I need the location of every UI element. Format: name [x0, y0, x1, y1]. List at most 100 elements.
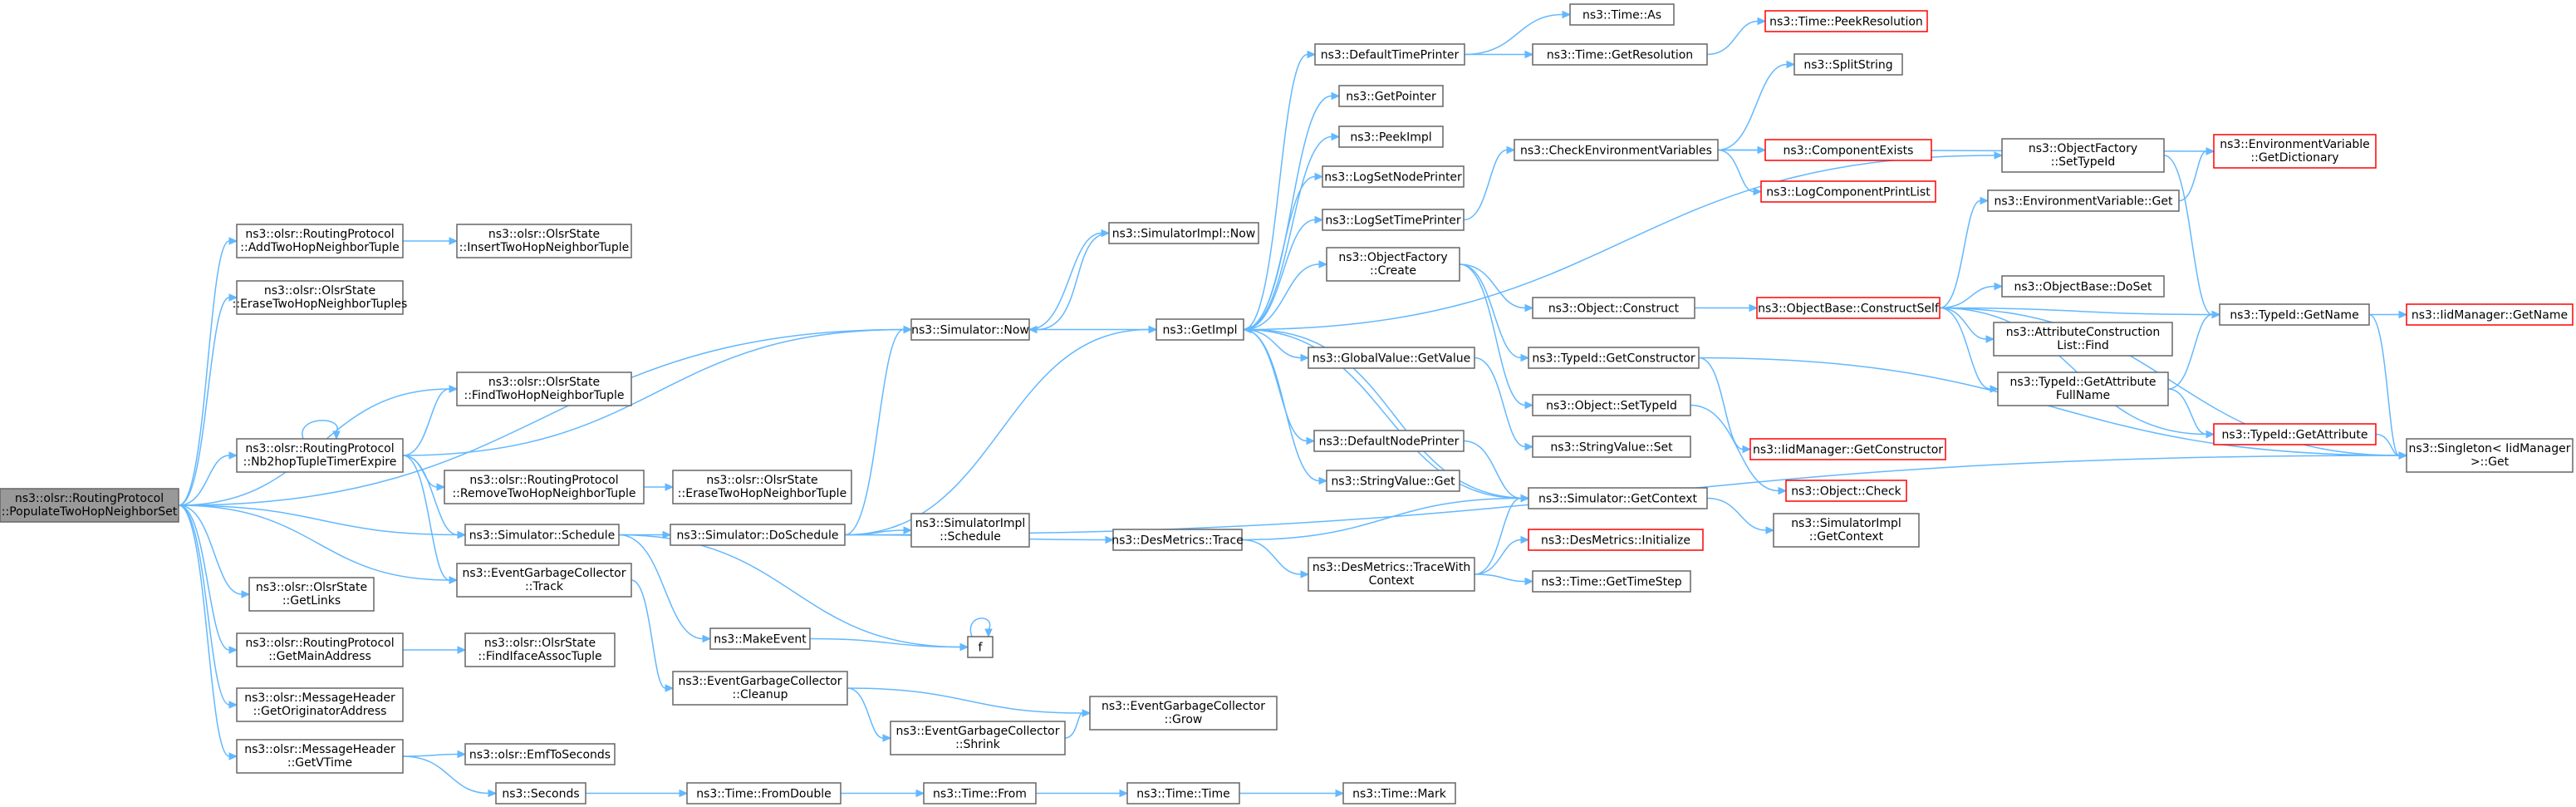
- node-time-peekresolution[interactable]: ns3::Time::PeekResolution: [1764, 10, 1928, 32]
- node-seconds[interactable]: ns3::Seconds: [495, 782, 586, 805]
- node-erasetwohopneighbortuples[interactable]: ns3::olsr::OlsrState::EraseTwoHopNeighbo…: [233, 280, 408, 315]
- node-logsetnodeprinter[interactable]: ns3::LogSetNodePrinter: [1322, 165, 1465, 188]
- node-findifaceassoctuple[interactable]: ns3::olsr::OlsrState::FindIfaceAssocTupl…: [464, 632, 616, 667]
- root-node[interactable]: ns3::olsr::RoutingProtocol::PopulateTwoH…: [0, 488, 179, 523]
- node-olsrstate-getlinks[interactable]: ns3::olsr::OlsrState::GetLinks: [248, 577, 375, 612]
- node-logsettimeprinter[interactable]: ns3::LogSetTimePrinter: [1322, 209, 1465, 231]
- node-typeid-getconstructor[interactable]: ns3::TypeId::GetConstructor: [1528, 347, 1700, 369]
- node-defaulttimeprinter[interactable]: ns3::DefaultTimePrinter: [1314, 43, 1465, 66]
- node-eventgarbagecollector-shrink[interactable]: ns3::EventGarbageCollector::Shrink: [890, 721, 1066, 755]
- node-simulator-schedule[interactable]: ns3::Simulator::Schedule: [464, 524, 620, 546]
- node-logcomponentprintlist[interactable]: ns3::LogComponentPrintList: [1760, 180, 1936, 203]
- node-objectfactory-create[interactable]: ns3::ObjectFactory::Create: [1326, 247, 1460, 282]
- node-checkenvironmentvariables[interactable]: ns3::CheckEnvironmentVariables: [1514, 139, 1719, 161]
- node-time-gettimestep-box: [1532, 570, 1691, 593]
- edge-root-node-to-erasetwohopneighbortuples: [178, 293, 238, 506]
- node-singleton-iidmanager-get[interactable]: ns3::Singleton< IidManager>::Get: [2406, 438, 2574, 473]
- node-time-time[interactable]: ns3::Time::Time: [1126, 782, 1240, 805]
- node-getpointer-box: [1338, 85, 1444, 107]
- node-getpointer[interactable]: ns3::GetPointer: [1338, 85, 1444, 107]
- node-time-as[interactable]: ns3::Time::As: [1569, 3, 1675, 26]
- node-eventgarbagecollector-grow-label-1: ns3::EventGarbageCollector: [1102, 700, 1265, 713]
- node-time-mark[interactable]: ns3::Time::Mark: [1342, 782, 1456, 805]
- node-erasetwohopneighbortuple[interactable]: ns3::olsr::OlsrState::EraseTwoHopNeighbo…: [672, 470, 852, 504]
- node-eventgarbagecollector-grow[interactable]: ns3::EventGarbageCollector::Grow: [1089, 696, 1278, 731]
- node-object-check[interactable]: ns3::Object::Check: [1785, 480, 1907, 502]
- edge-object-construct-to-objectbase-constructself: [1695, 303, 1759, 312]
- node-time-time-box: [1126, 782, 1240, 805]
- node-time-from[interactable]: ns3::Time::From: [923, 782, 1037, 805]
- node-objectbase-doset[interactable]: ns3::ObjectBase::DoSet: [2001, 275, 2165, 298]
- node-globalvalue-getvalue-label-1: ns3::GlobalValue::GetValue: [1313, 352, 1470, 366]
- node-time-gettimestep[interactable]: ns3::Time::GetTimeStep: [1532, 570, 1691, 593]
- node-nb2hoptupletimerexpire[interactable]: ns3::olsr::RoutingProtocol::Nb2hopTupleT…: [236, 438, 404, 473]
- node-eventgarbagecollector-shrink-label-1: ns3::EventGarbageCollector: [895, 725, 1059, 738]
- node-olsrstate-getlinks-label-2: ::GetLinks: [282, 594, 341, 608]
- node-typeid-getattribute[interactable]: ns3::TypeId::GetAttribute: [2213, 423, 2377, 445]
- node-simulator-getcontext[interactable]: ns3::Simulator::GetContext: [1528, 487, 1708, 509]
- node-iidmanager-getname-box: [2406, 303, 2574, 326]
- edge-getimpl-to-stringvalue-get: [1243, 328, 1328, 485]
- edge-eventgarbagecollector-track-to-eventgarbagecollector-cleanup: [631, 579, 675, 692]
- edge-root-node-to-getoriginatoraddress: [178, 504, 238, 709]
- node-simulatorimpl-schedule-label-1: ns3::SimulatorImpl: [915, 517, 1026, 530]
- node-erasetwohopneighbortuple-box: [672, 470, 852, 504]
- node-getmainaddress[interactable]: ns3::olsr::RoutingProtocol::GetMainAddre…: [236, 632, 404, 667]
- node-time-getresolution[interactable]: ns3::Time::GetResolution: [1532, 43, 1708, 66]
- node-objectfactory-settypeid[interactable]: ns3::ObjectFactory::SetTypeId: [2001, 138, 2165, 173]
- node-time-fromdouble[interactable]: ns3::Time::FromDouble: [686, 782, 841, 805]
- node-iidmanager-getconstructor-box: [1749, 438, 1946, 460]
- node-splitstring[interactable]: ns3::SplitString: [1793, 53, 1903, 76]
- node-peekimpl[interactable]: ns3::PeekImpl: [1338, 125, 1444, 148]
- edge-simulator-getcontext-to-getimpl: [1242, 325, 1529, 499]
- node-iidmanager-getname[interactable]: ns3::IidManager::GetName: [2406, 303, 2574, 326]
- node-simulator-doschedule[interactable]: ns3::Simulator::DoSchedule: [670, 524, 846, 546]
- node-simulator-now[interactable]: ns3::Simulator::Now: [910, 318, 1030, 341]
- node-nb2hoptupletimerexpire-label-2: ::Nb2hopTupleTimerExpire: [243, 455, 397, 469]
- node-desmetrics-tracewithcontext-label-2: Context: [1369, 574, 1415, 588]
- node-objectfactory-create-box: [1326, 247, 1460, 282]
- node-componentexists[interactable]: ns3::ComponentExists: [1764, 139, 1932, 161]
- node-time-getresolution-box: [1532, 43, 1708, 66]
- node-findtwohopneighbortuple[interactable]: ns3::olsr::OlsrState::FindTwoHopNeighbor…: [456, 372, 632, 406]
- node-inserttwohopneighbortuple[interactable]: ns3::olsr::OlsrState::InsertTwoHopNeighb…: [456, 224, 632, 258]
- node-simulatorimpl-getcontext[interactable]: ns3::SimulatorImpl::GetContext: [1773, 513, 1920, 548]
- node-objectbase-constructself-box: [1756, 297, 1941, 319]
- node-simulatorimpl-now[interactable]: ns3::SimulatorImpl::Now: [1108, 222, 1259, 244]
- node-desmetrics-initialize[interactable]: ns3::DesMetrics::Initialize: [1528, 529, 1704, 551]
- node-defaultnodeprinter[interactable]: ns3::DefaultNodePrinter: [1313, 430, 1465, 452]
- edge-simulator-getcontext-to-simulatorimpl-getcontext: [1706, 497, 1775, 534]
- node-f[interactable]: f: [967, 636, 994, 658]
- node-defaulttimeprinter-label-1: ns3::DefaultTimePrinter: [1321, 49, 1460, 62]
- node-removetwohopneighbortuple[interactable]: ns3::olsr::RoutingProtocol::RemoveTwoHop…: [444, 470, 645, 504]
- node-eventgarbagecollector-track[interactable]: ns3::EventGarbageCollector::Track: [456, 563, 632, 598]
- node-typeid-getname[interactable]: ns3::TypeId::GetName: [2219, 303, 2370, 326]
- node-object-settypeid-label-1: ns3::Object::SetTypeId: [1546, 400, 1677, 413]
- node-getimpl[interactable]: ns3::GetImpl: [1156, 318, 1244, 341]
- node-desmetrics-trace[interactable]: ns3::DesMetrics::Trace: [1111, 529, 1244, 551]
- node-emftoseconds[interactable]: ns3::olsr::EmfToSeconds: [464, 743, 616, 765]
- node-simulatorimpl-now-label-1: ns3::SimulatorImpl::Now: [1112, 228, 1256, 241]
- node-environmentvariable-getdictionary[interactable]: ns3::EnvironmentVariable::GetDictionary: [2213, 134, 2377, 169]
- node-makeevent[interactable]: ns3::MakeEvent: [709, 627, 811, 650]
- node-getvtime[interactable]: ns3::olsr::MessageHeader::GetVTime: [236, 739, 404, 774]
- node-iidmanager-getconstructor[interactable]: ns3::IidManager::GetConstructor: [1749, 438, 1946, 460]
- node-splitstring-label-1: ns3::SplitString: [1803, 59, 1892, 72]
- node-getoriginatoraddress[interactable]: ns3::olsr::MessageHeader::GetOriginatorA…: [236, 687, 404, 722]
- node-stringvalue-set[interactable]: ns3::StringValue::Set: [1532, 435, 1691, 458]
- node-eventgarbagecollector-cleanup[interactable]: ns3::EventGarbageCollector::Cleanup: [672, 671, 848, 706]
- node-object-construct[interactable]: ns3::Object::Construct: [1532, 297, 1695, 319]
- edge-getmainaddress-to-findifaceassoctuple: [403, 646, 467, 654]
- node-simulatorimpl-schedule[interactable]: ns3::SimulatorImpl::Schedule: [910, 513, 1030, 548]
- node-objectfactory-create-label-2: ::Create: [1370, 264, 1416, 278]
- node-addtwohopneighbortuple[interactable]: ns3::olsr::RoutingProtocol::AddTwoHopNei…: [236, 224, 404, 258]
- node-objectbase-constructself[interactable]: ns3::ObjectBase::ConstructSelf: [1756, 297, 1941, 319]
- node-object-settypeid[interactable]: ns3::Object::SetTypeId: [1532, 394, 1691, 416]
- node-environmentvariable-get[interactable]: ns3::EnvironmentVariable::Get: [1987, 189, 2180, 212]
- node-globalvalue-getvalue[interactable]: ns3::GlobalValue::GetValue: [1308, 347, 1475, 369]
- node-stringvalue-get[interactable]: ns3::StringValue::Get: [1326, 470, 1460, 492]
- node-removetwohopneighbortuple-label-1: ns3::olsr::RoutingProtocol: [469, 474, 618, 487]
